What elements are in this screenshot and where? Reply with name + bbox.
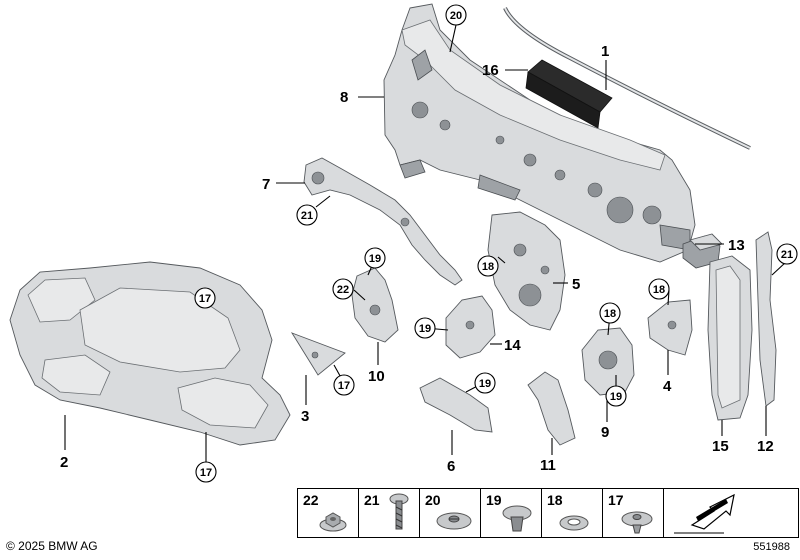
callout-7: 7 (262, 176, 270, 193)
callout-12: 12 (757, 438, 774, 455)
part-9-cover (581, 327, 635, 396)
part-5-bracket-plate (487, 211, 566, 331)
circled-ref-19-mount: 19 (364, 247, 386, 269)
part-14-center-bracket (445, 295, 496, 359)
circled-ref-19-cover: 19 (605, 385, 627, 407)
fastener-label: 21 (364, 492, 380, 508)
svg-text:22: 22 (337, 284, 349, 296)
callout-2: 2 (60, 454, 68, 471)
fastener-cell-18: 18 (542, 489, 603, 537)
svg-text:17: 17 (338, 380, 350, 392)
fastener-cell-22: 22 (298, 489, 359, 537)
callout-3: 3 (301, 408, 309, 425)
orientation-arrow-cell (664, 489, 798, 537)
callout-8: 8 (340, 89, 348, 106)
circled-ref-17-shield: 17 (333, 374, 355, 396)
fastener-cell-21: 21 (359, 489, 420, 537)
fastener-label: 19 (486, 492, 502, 508)
circled-ref-17-lower: 17 (195, 461, 217, 483)
callout-4: 4 (663, 378, 672, 395)
circled-ref-21-right: 21 (776, 243, 798, 265)
part-4-small-bracket (647, 299, 693, 356)
circled-ref-17-underbody: 17 (194, 287, 216, 309)
svg-text:18: 18 (604, 308, 616, 320)
svg-text:18: 18 (482, 261, 494, 273)
callout-15: 15 (712, 438, 729, 455)
callout-5: 5 (572, 276, 580, 293)
washer-nut-icon (559, 515, 589, 531)
circled-references: 20 21 21 17 17 17 18 18 (194, 4, 798, 483)
callout-11: 11 (540, 457, 556, 474)
svg-text:19: 19 (369, 253, 381, 265)
screw-icon (389, 493, 409, 530)
part-1-seal-strip (503, 7, 751, 150)
fastener-label: 17 (608, 492, 624, 508)
fastener-legend-panel: 22 21 20 19 18 (297, 488, 799, 538)
fastener-cell-19: 19 (481, 489, 542, 537)
svg-text:19: 19 (610, 391, 622, 403)
expanding-rivet-icon (436, 512, 472, 530)
fastener-cell-17: 17 (603, 489, 664, 537)
circled-ref-19-shield: 19 (474, 372, 496, 394)
callout-6: 6 (447, 458, 455, 475)
part-11-angled-duct (527, 371, 576, 446)
part-8-bulkhead-panel (383, 3, 696, 263)
push-clip-icon (502, 505, 532, 532)
fastener-cell-20: 20 (420, 489, 481, 537)
svg-text:17: 17 (200, 467, 212, 479)
callout-9: 9 (601, 424, 609, 441)
circled-ref-22: 22 (332, 278, 354, 300)
part-12-narrow-strip (755, 231, 777, 407)
callout-13: 13 (728, 237, 745, 254)
part-6-bent-shield (419, 377, 493, 433)
copyright-notice: © 2025 BMW AG (6, 539, 98, 553)
svg-text:19: 19 (419, 323, 431, 335)
svg-text:21: 21 (301, 210, 313, 222)
spreader-rivet-icon (621, 511, 653, 534)
circled-ref-21-left: 21 (296, 204, 318, 226)
part-15-side-panel (707, 255, 753, 421)
part-10-mount-bracket (351, 267, 399, 343)
part-7-strut-brace (303, 157, 463, 286)
part-2-underbody-panel (9, 261, 291, 446)
drawing-number: 551988 (753, 541, 790, 553)
hex-nut-icon (319, 512, 347, 532)
callout-16: 16 (482, 62, 499, 79)
svg-text:20: 20 (450, 10, 462, 22)
callout-1: 1 (601, 43, 609, 60)
part-13-small-block (682, 233, 723, 269)
circled-ref-18-bracket: 18 (648, 278, 670, 300)
svg-text:19: 19 (479, 378, 491, 390)
circled-ref-18-cover: 18 (599, 302, 621, 324)
fastener-label: 20 (425, 492, 441, 508)
svg-text:17: 17 (199, 293, 211, 305)
callout-10: 10 (368, 368, 385, 385)
part-16-foam-block (525, 59, 613, 129)
fastener-label: 22 (303, 492, 319, 508)
direction-arrow-icon (674, 493, 735, 534)
svg-text:21: 21 (781, 249, 793, 261)
part-3-triangle-shield (290, 332, 346, 376)
callout-numbers: 1 2 3 4 5 6 7 8 9 10 11 12 13 14 15 16 (60, 43, 774, 475)
circled-ref-18-plate: 18 (477, 255, 499, 277)
circled-ref-20: 20 (445, 4, 467, 26)
svg-text:18: 18 (653, 284, 665, 296)
callout-14: 14 (504, 337, 521, 354)
circled-ref-19-center: 19 (414, 317, 436, 339)
fastener-label: 18 (547, 492, 563, 508)
